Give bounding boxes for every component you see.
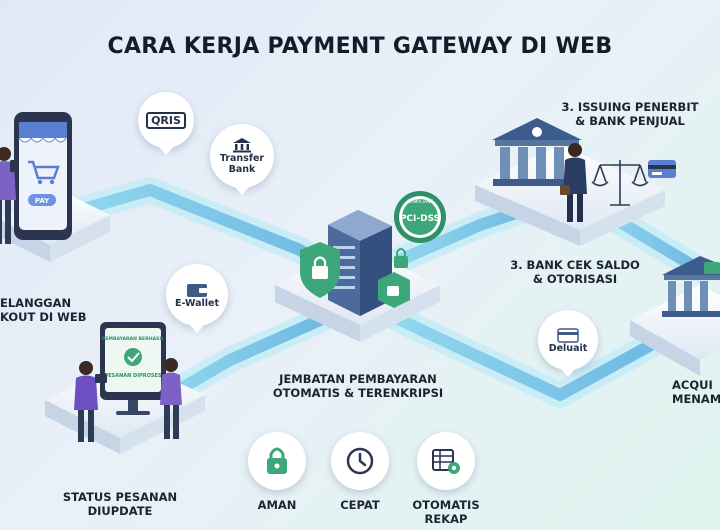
label-status-line1: STATUS PESANAN	[62, 490, 178, 504]
path-gateway-to-status-core	[164, 314, 326, 401]
shield-icon	[300, 242, 340, 298]
bubble-ewallet: E-Wallet	[166, 264, 228, 333]
flow-paths	[67, 177, 713, 408]
bank-building-issuing	[492, 118, 582, 186]
wallet-icon	[187, 283, 207, 297]
bubble-deluait: Deluait	[538, 310, 598, 377]
qris-logo-text: QRIS	[146, 111, 186, 129]
small-lock-icon	[394, 248, 408, 268]
label-acquirer-line2: MENAM	[672, 392, 720, 406]
label-acquirer-line1: ACQUI	[672, 378, 713, 392]
label-gateway-line2: OTOMATIS & TERENKRIPSI	[272, 386, 444, 400]
deluait-label: Deluait	[548, 342, 588, 354]
label-gateway: JEMBATAN PEMBAYARAN OTOMATIS & TERENKRIP…	[268, 372, 448, 400]
clock-icon	[346, 447, 374, 475]
person-customer	[0, 147, 17, 244]
card-payment-icon	[557, 327, 579, 343]
label-acquirer: ACQUI MENAM	[672, 378, 720, 406]
person-staff-left	[74, 361, 107, 442]
pci-dss-badge: PCI-DSS COMPLIANT	[394, 191, 446, 243]
phone-pay-label: PAY	[35, 197, 50, 205]
bank-building-acquirer	[662, 256, 720, 317]
bank-icon	[233, 138, 251, 153]
pci-dss-badge-label: PCI-DSS	[400, 214, 440, 224]
lock-cube-icon	[378, 272, 410, 308]
monitor-illustration: PEMBAYARAN BERHASIL PESANAN DIPROSES	[100, 322, 166, 415]
label-bankcheck-line2: & OTORISASI	[532, 272, 618, 286]
card-icon	[648, 160, 676, 178]
screen-processing-text: PESANAN DIPROSES	[105, 373, 162, 379]
label-bankcheck-line1: 3. BANK CEK SALDO	[510, 258, 640, 272]
feature-otomatis-rekap	[417, 432, 475, 490]
cart-icon	[28, 160, 60, 180]
person-banker	[560, 143, 587, 222]
feature-rekap-line2: REKAP	[424, 512, 468, 526]
platform-acquirer	[630, 285, 720, 376]
lock-icon	[267, 447, 287, 474]
pay-button-shape	[28, 194, 56, 206]
transfer-bank-line2: Bank	[228, 164, 256, 175]
person-staff-right	[160, 358, 182, 439]
label-status: STATUS PESANAN DIUPDATE	[60, 490, 180, 518]
label-issuing-line2: & BANK PENJUAL	[575, 114, 685, 128]
pci-dss-badge-ring: COMPLIANT	[407, 199, 434, 205]
label-customer-line2: KOUT DI WEB	[0, 310, 87, 324]
transfer-bank-line1: Transfer	[219, 153, 265, 164]
label-customer: ELANGGAN KOUT DI WEB	[0, 296, 87, 324]
label-gateway-line1: JEMBATAN PEMBAYARAN	[279, 372, 437, 386]
path-acquirer-to-gateway-core	[394, 314, 666, 401]
feature-otomatis-line1: OTOMATIS	[412, 498, 480, 512]
feature-cepat	[331, 432, 389, 490]
screen-success-text: PEMBAYARAN BERHASIL	[102, 336, 164, 342]
phone-illustration: PAY	[0, 112, 72, 244]
label-issuing-line1: 3. ISSUING PENERBIT	[561, 100, 699, 114]
feature-aman	[248, 432, 306, 490]
feature-otomatis-rekap-label: OTOMATIS REKAP	[401, 498, 491, 526]
bubble-qris: QRIS	[138, 92, 194, 155]
spreadsheet-gear-icon	[432, 449, 460, 474]
bubble-transfer-bank: Transfer Bank	[210, 124, 274, 195]
server-illustration	[300, 210, 410, 316]
ewallet-label: E-Wallet	[174, 297, 220, 309]
label-bank-check: 3. BANK CEK SALDO & OTORISASI	[500, 258, 650, 286]
label-customer-line1: ELANGGAN	[0, 296, 72, 310]
feature-cepat-label: CEPAT	[340, 498, 380, 512]
label-status-line2: DIUPDATE	[87, 504, 153, 518]
page-title: CARA KERJA PAYMENT GATEWAY DI WEB	[107, 34, 613, 59]
scale-icon	[591, 160, 649, 206]
feature-aman-label: AMAN	[257, 498, 297, 512]
label-issuing: 3. ISSUING PENERBIT & BANK PENJUAL	[560, 100, 700, 128]
